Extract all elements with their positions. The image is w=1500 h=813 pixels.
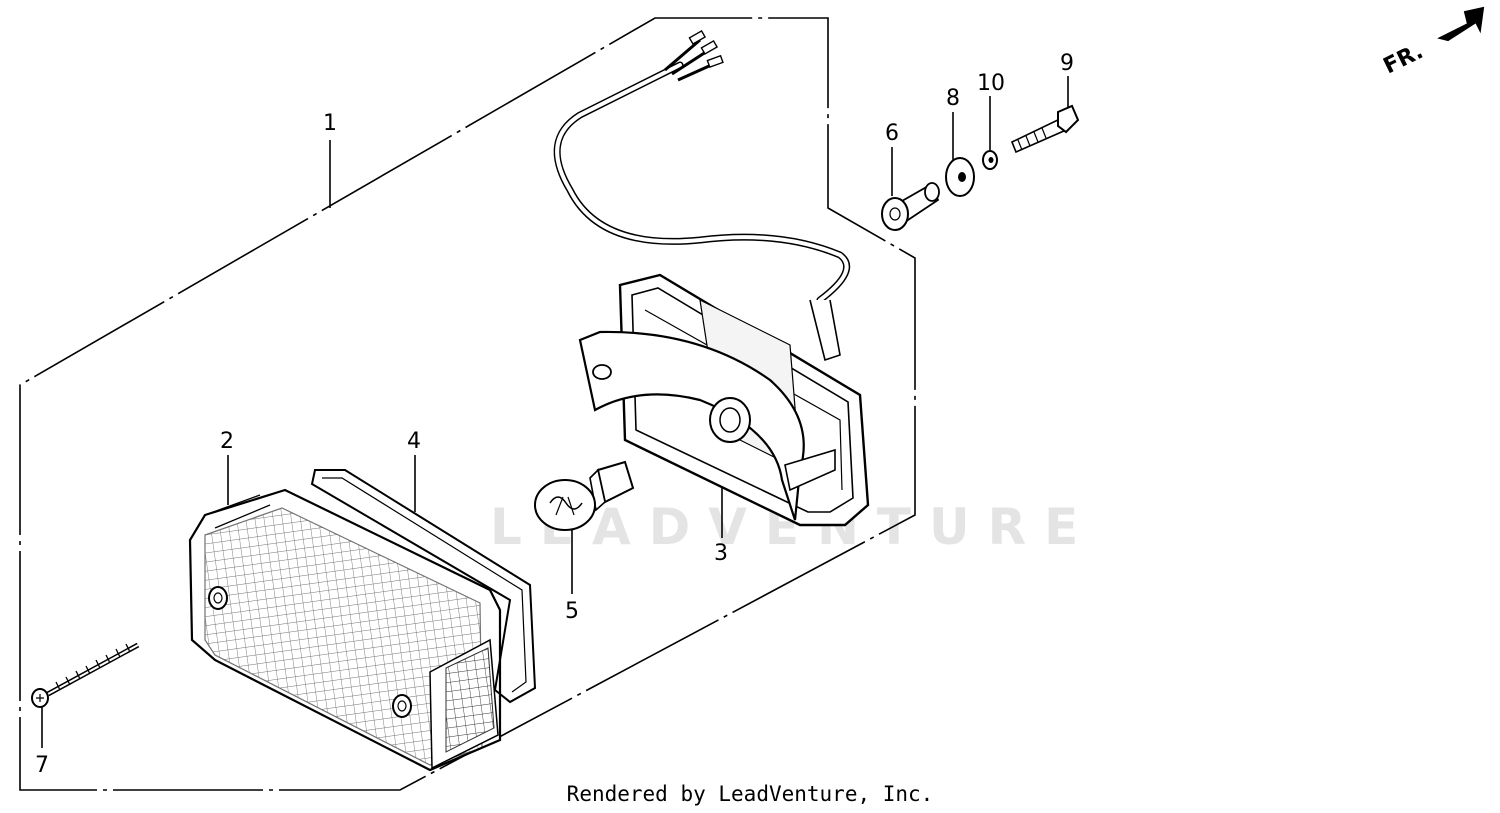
render-credit: Rendered by LeadVenture, Inc. — [566, 782, 934, 806]
assembly-outline — [19, 17, 916, 791]
callout-6: 6 — [885, 121, 899, 146]
callout-8: 8 — [946, 86, 960, 111]
callout-7: 7 — [35, 753, 49, 778]
collar — [881, 182, 940, 231]
screw — [31, 642, 140, 708]
bulb — [534, 460, 635, 531]
callout-9: 9 — [1060, 51, 1074, 76]
front-direction-label: FR. — [1380, 39, 1428, 79]
leader-lines — [41, 76, 1069, 748]
lamp-housing — [553, 29, 870, 527]
callout-2: 2 — [220, 429, 234, 454]
tail-lens — [188, 488, 502, 772]
washer — [945, 157, 975, 197]
callout-10: 10 — [977, 71, 1005, 96]
bolt — [1010, 104, 1080, 154]
callout-5: 5 — [565, 599, 579, 624]
front-direction-arrow: FR. — [1380, 6, 1485, 79]
callout-4: 4 — [407, 429, 421, 454]
callout-3: 3 — [714, 541, 728, 566]
lock-washer — [982, 150, 998, 170]
lens-gasket — [310, 469, 537, 704]
callout-1: 1 — [323, 111, 337, 136]
